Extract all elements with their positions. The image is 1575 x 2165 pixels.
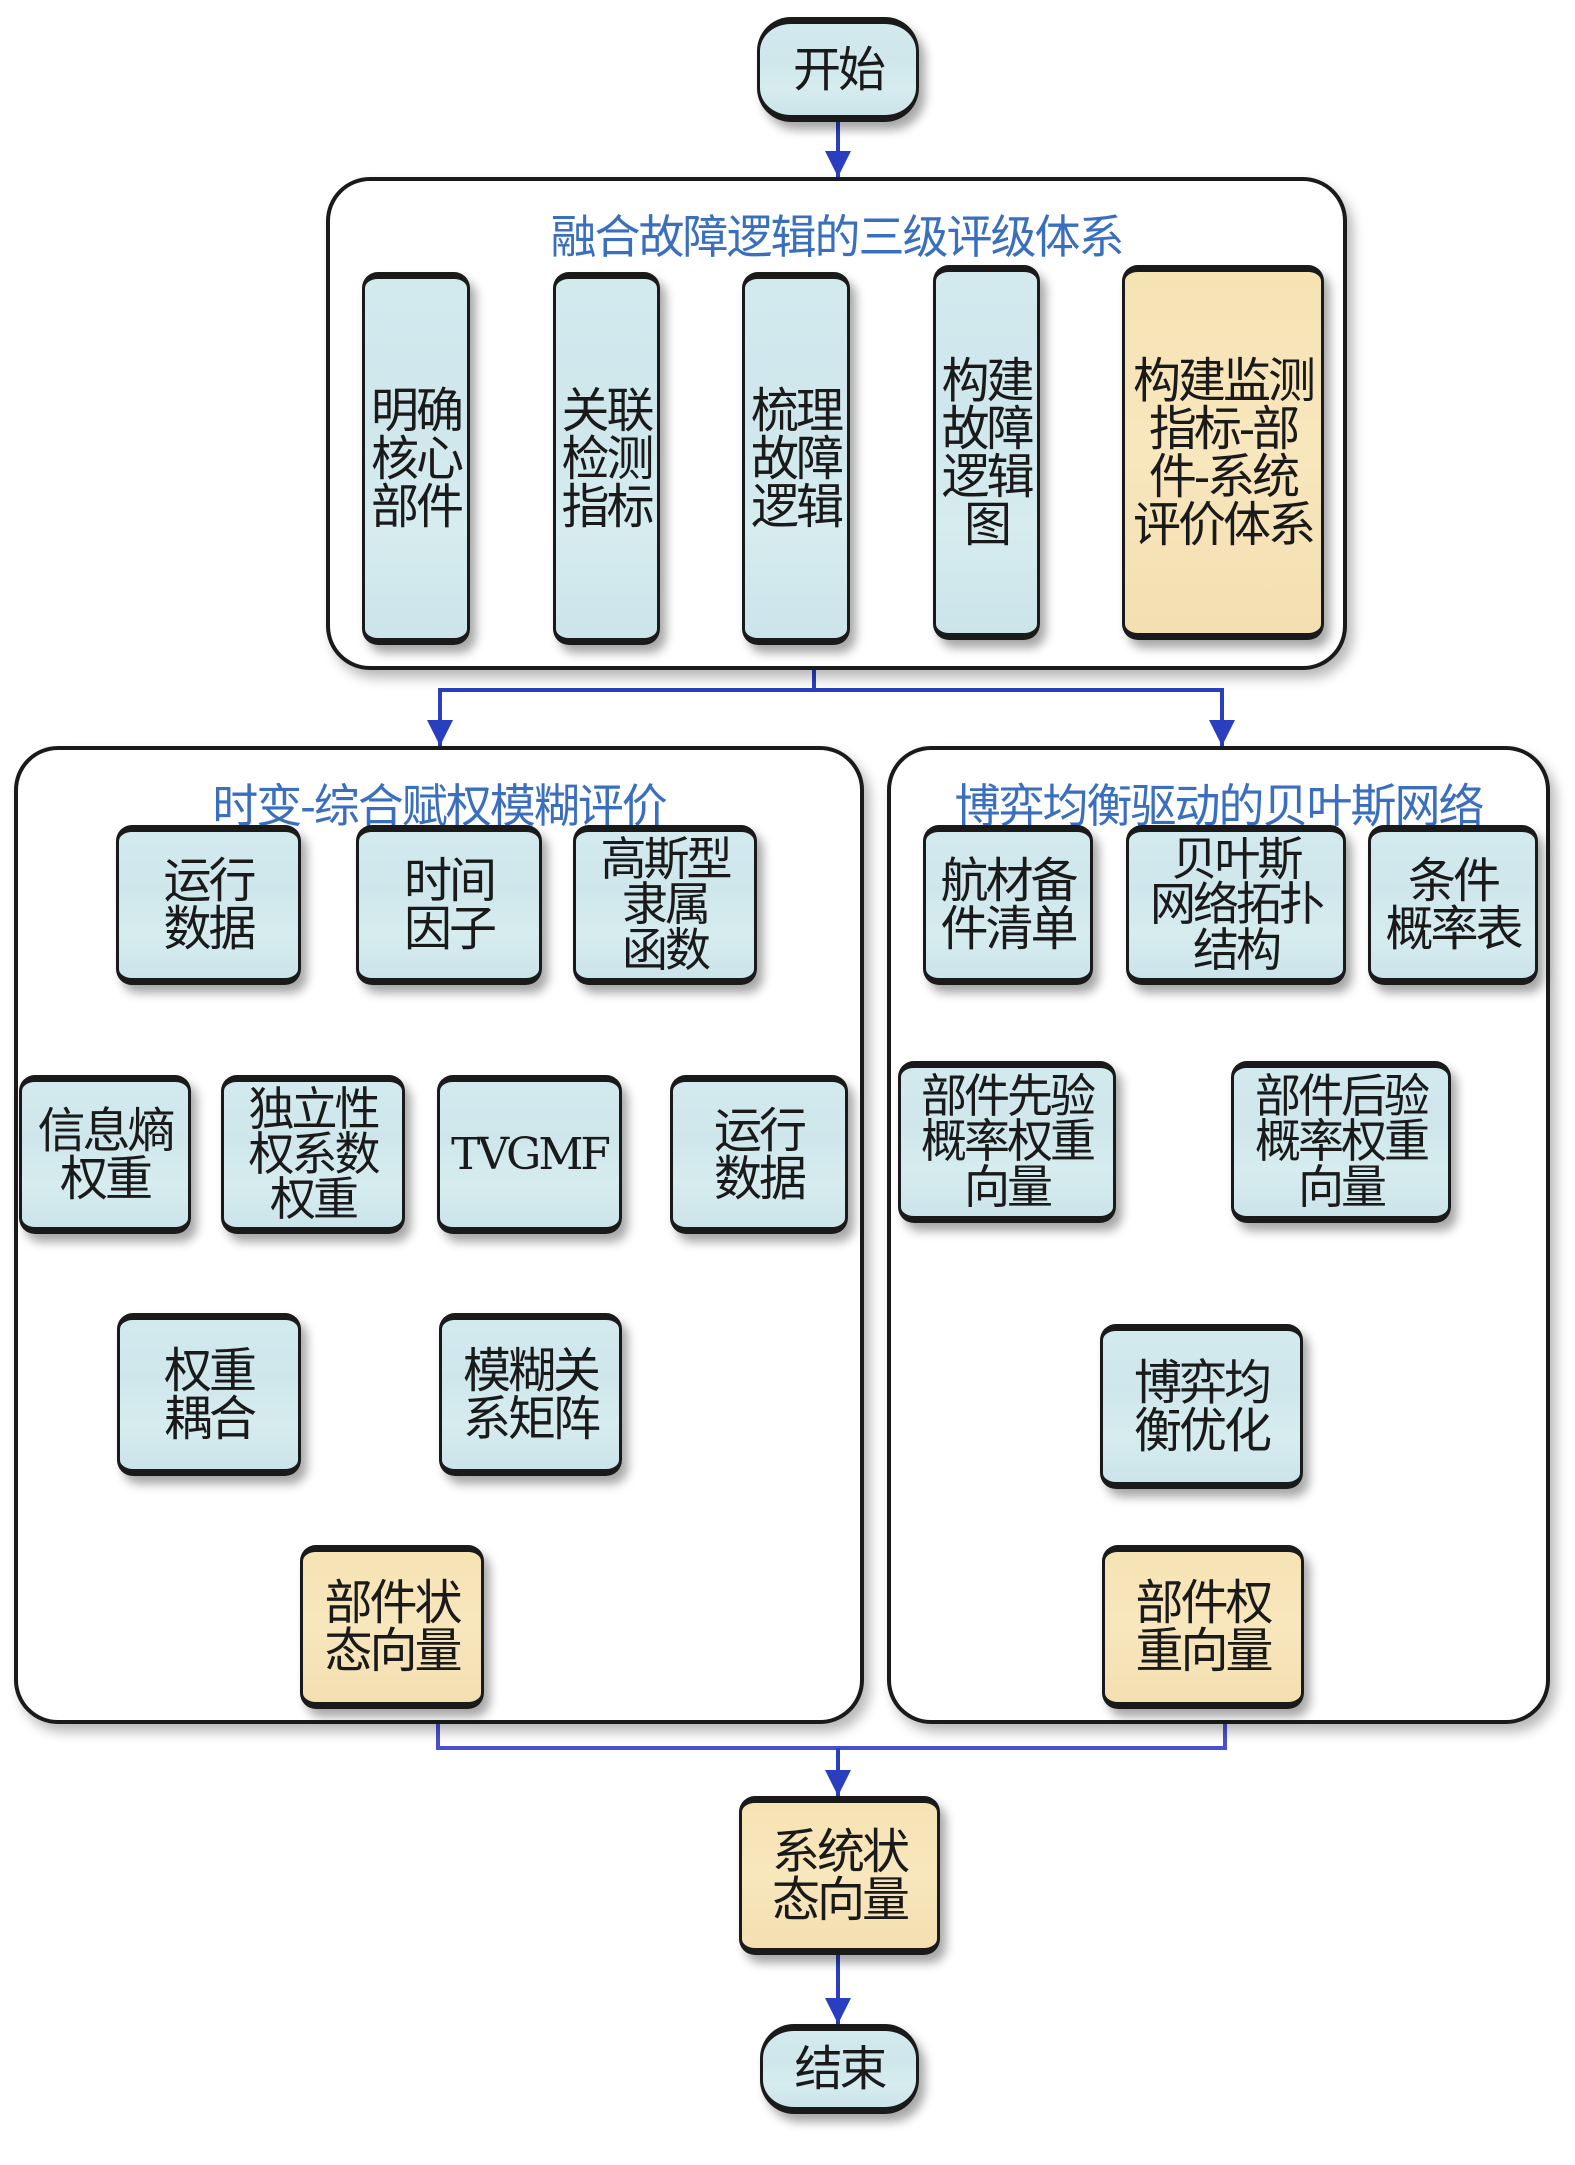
connector-top-panel-split — [427, 670, 816, 746]
node-bayesian-network-topology: 贝叶斯 网络拓扑 结构 — [1126, 825, 1346, 985]
connector-panels-merge — [436, 1724, 1227, 1750]
right-panel-title: 博弈均衡驱动的贝叶斯网络 — [954, 779, 1485, 833]
node-time-factor: 时间 因子 — [356, 825, 542, 985]
end-node: 结束 — [760, 2024, 919, 2114]
node-weight-coupling: 权重 耦合 — [117, 1313, 301, 1476]
node-independence-weight: 独立性 权系数 权重 — [221, 1075, 405, 1234]
node-spare-parts-list: 航材备 件清单 — [923, 825, 1093, 985]
node-entropy-weight: 信息熵 权重 — [19, 1075, 191, 1234]
node-gaussian-membership-function: 高斯型 隶属 函数 — [573, 825, 757, 985]
node-system-state-vector: 系统状 态向量 — [739, 1796, 940, 1955]
start-node: 开始 — [757, 17, 919, 122]
node-game-equilibrium-optimization: 博弈均 衡优化 — [1100, 1324, 1303, 1489]
top-panel-title: 融合故障逻辑的三级评级体系 — [550, 210, 1125, 264]
node-component-weight-vector: 部件权 重向量 — [1102, 1545, 1304, 1709]
left-panel-title: 时变-综合赋权模糊评价 — [212, 779, 668, 833]
node-run-data-2: 运行 数据 — [670, 1075, 848, 1234]
step-sort-fault-logic: 梳理 故障 逻辑 — [742, 272, 850, 645]
step-associate-detection-indicators: 关联 检测 指标 — [553, 272, 660, 645]
step-identify-core-components: 明确 核心 部件 — [362, 272, 470, 645]
node-prior-probability-weight-vector: 部件先验 概率权重 向量 — [898, 1061, 1116, 1223]
step-build-fault-logic-graph: 构建 故障 逻辑 图 — [933, 265, 1040, 640]
connector-top-panel-split-right — [814, 688, 1235, 746]
node-tvgmf: TVGMF — [437, 1075, 622, 1234]
node-posterior-probability-weight-vector: 部件后验 概率权重 向量 — [1231, 1061, 1451, 1223]
node-component-state-vector: 部件状 态向量 — [300, 1545, 484, 1709]
step-build-evaluation-system: 构建监测 指标-部 件-系统 评价体系 — [1122, 265, 1324, 640]
node-fuzzy-relation-matrix: 模糊关 系矩阵 — [439, 1313, 622, 1476]
node-run-data: 运行 数据 — [116, 825, 301, 985]
node-conditional-probability-table: 条件 概率表 — [1368, 825, 1538, 985]
